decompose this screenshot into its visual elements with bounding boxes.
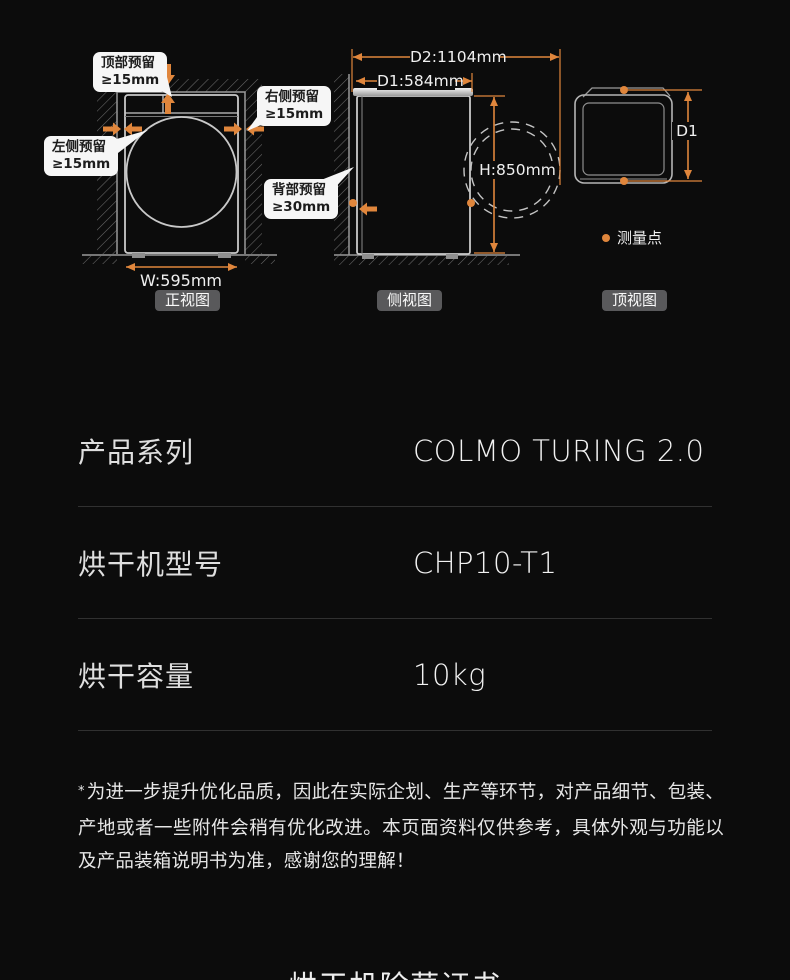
measure-point-dot-icon [602,233,610,242]
measure-point-dot [349,199,357,207]
table-row: 产品系列 COLMO TURING 2.0 [78,395,712,507]
next-section-title: 烘干机除菌证书 [0,963,790,980]
top-extent-ticks [628,89,702,182]
dryer-side-outline [356,95,471,255]
side-view-badge: 侧视图 [377,290,443,311]
front-floor-hatch-right [245,256,275,264]
callout-line: 左侧预留 [52,139,106,155]
disclaimer-text: *为进一步提升优化品质，因此在实际企划、生产等环节，对产品细节、包装、产地或者一… [78,776,724,879]
front-view-badge: 正视图 [155,290,221,311]
dryer-top-outline [574,94,673,184]
front-floor-hatch-left [82,256,117,264]
side-extent-ticks [351,49,561,254]
clearance-arrow-left-icon [246,122,264,136]
dryer-top-lid [353,88,473,96]
spec-value: 10kg [413,657,487,692]
clearance-arrow-right-icon [224,122,242,136]
callout-line: 右侧预留 [265,89,319,105]
measure-point-dot [467,199,475,207]
callout-line: ≥30mm [272,198,331,215]
callout-line: ≥15mm [265,105,324,122]
top-view-badge: 顶视图 [602,290,668,311]
spec-value: CHP10-T1 [413,545,558,580]
callout-left-clearance: 左侧预留 ≥15mm [44,136,119,176]
installation-diagram [82,49,702,271]
clearance-arrow-right-icon [103,122,121,136]
callout-line: 背部预留 [272,182,326,198]
table-row: 烘干机型号 CHP10-T1 [78,507,712,619]
callout-back-clearance: 背部预留 ≥30mm [264,179,339,219]
dim-width-label: W:595mm [140,271,222,290]
dim-d1-top-label: D1 [672,122,702,140]
callout-line: ≥15mm [52,155,111,172]
side-back-wall-hatch [334,74,349,255]
dryer-front-outline [124,94,239,254]
spec-value: COLMO TURING 2.0 [413,433,705,468]
callout-line: 顶部预留 [101,55,155,71]
front-right-wall-hatch [245,92,262,254]
measure-point-legend: 测量点 [602,227,662,248]
callout-right-clearance: 右侧预留 ≥15mm [257,86,332,126]
clearance-arrow-left-icon [359,202,377,216]
callout-top-clearance: 顶部预留 ≥15mm [93,52,168,92]
dim-height-label: H:850mm [479,161,556,179]
dim-d2-label: D2:1104mm [410,48,507,66]
dryer-door-circle [125,116,238,228]
measure-point-dot [620,177,628,185]
measure-point-label: 测量点 [617,229,663,247]
spec-label: 烘干机型号 [78,547,224,581]
clearance-arrow-up-icon [161,93,175,114]
measure-point-dot [620,86,628,94]
side-floor-hatch [334,256,509,265]
clearance-arrow-left-icon [124,122,142,136]
spec-label: 产品系列 [78,435,195,469]
disclaimer-body: 为进一步提升优化品质，因此在实际企划、生产等环节，对产品细节、包装、产地或者一些… [78,782,724,872]
spec-table: 产品系列 COLMO TURING 2.0 烘干机型号 CHP10-T1 烘干容… [78,395,712,731]
spec-label: 烘干容量 [78,659,195,693]
callout-line: ≥15mm [101,71,160,88]
asterisk: * [78,784,85,799]
table-row: 烘干容量 10kg [78,619,712,731]
dim-d1-side-label: D1:584mm [377,72,464,90]
